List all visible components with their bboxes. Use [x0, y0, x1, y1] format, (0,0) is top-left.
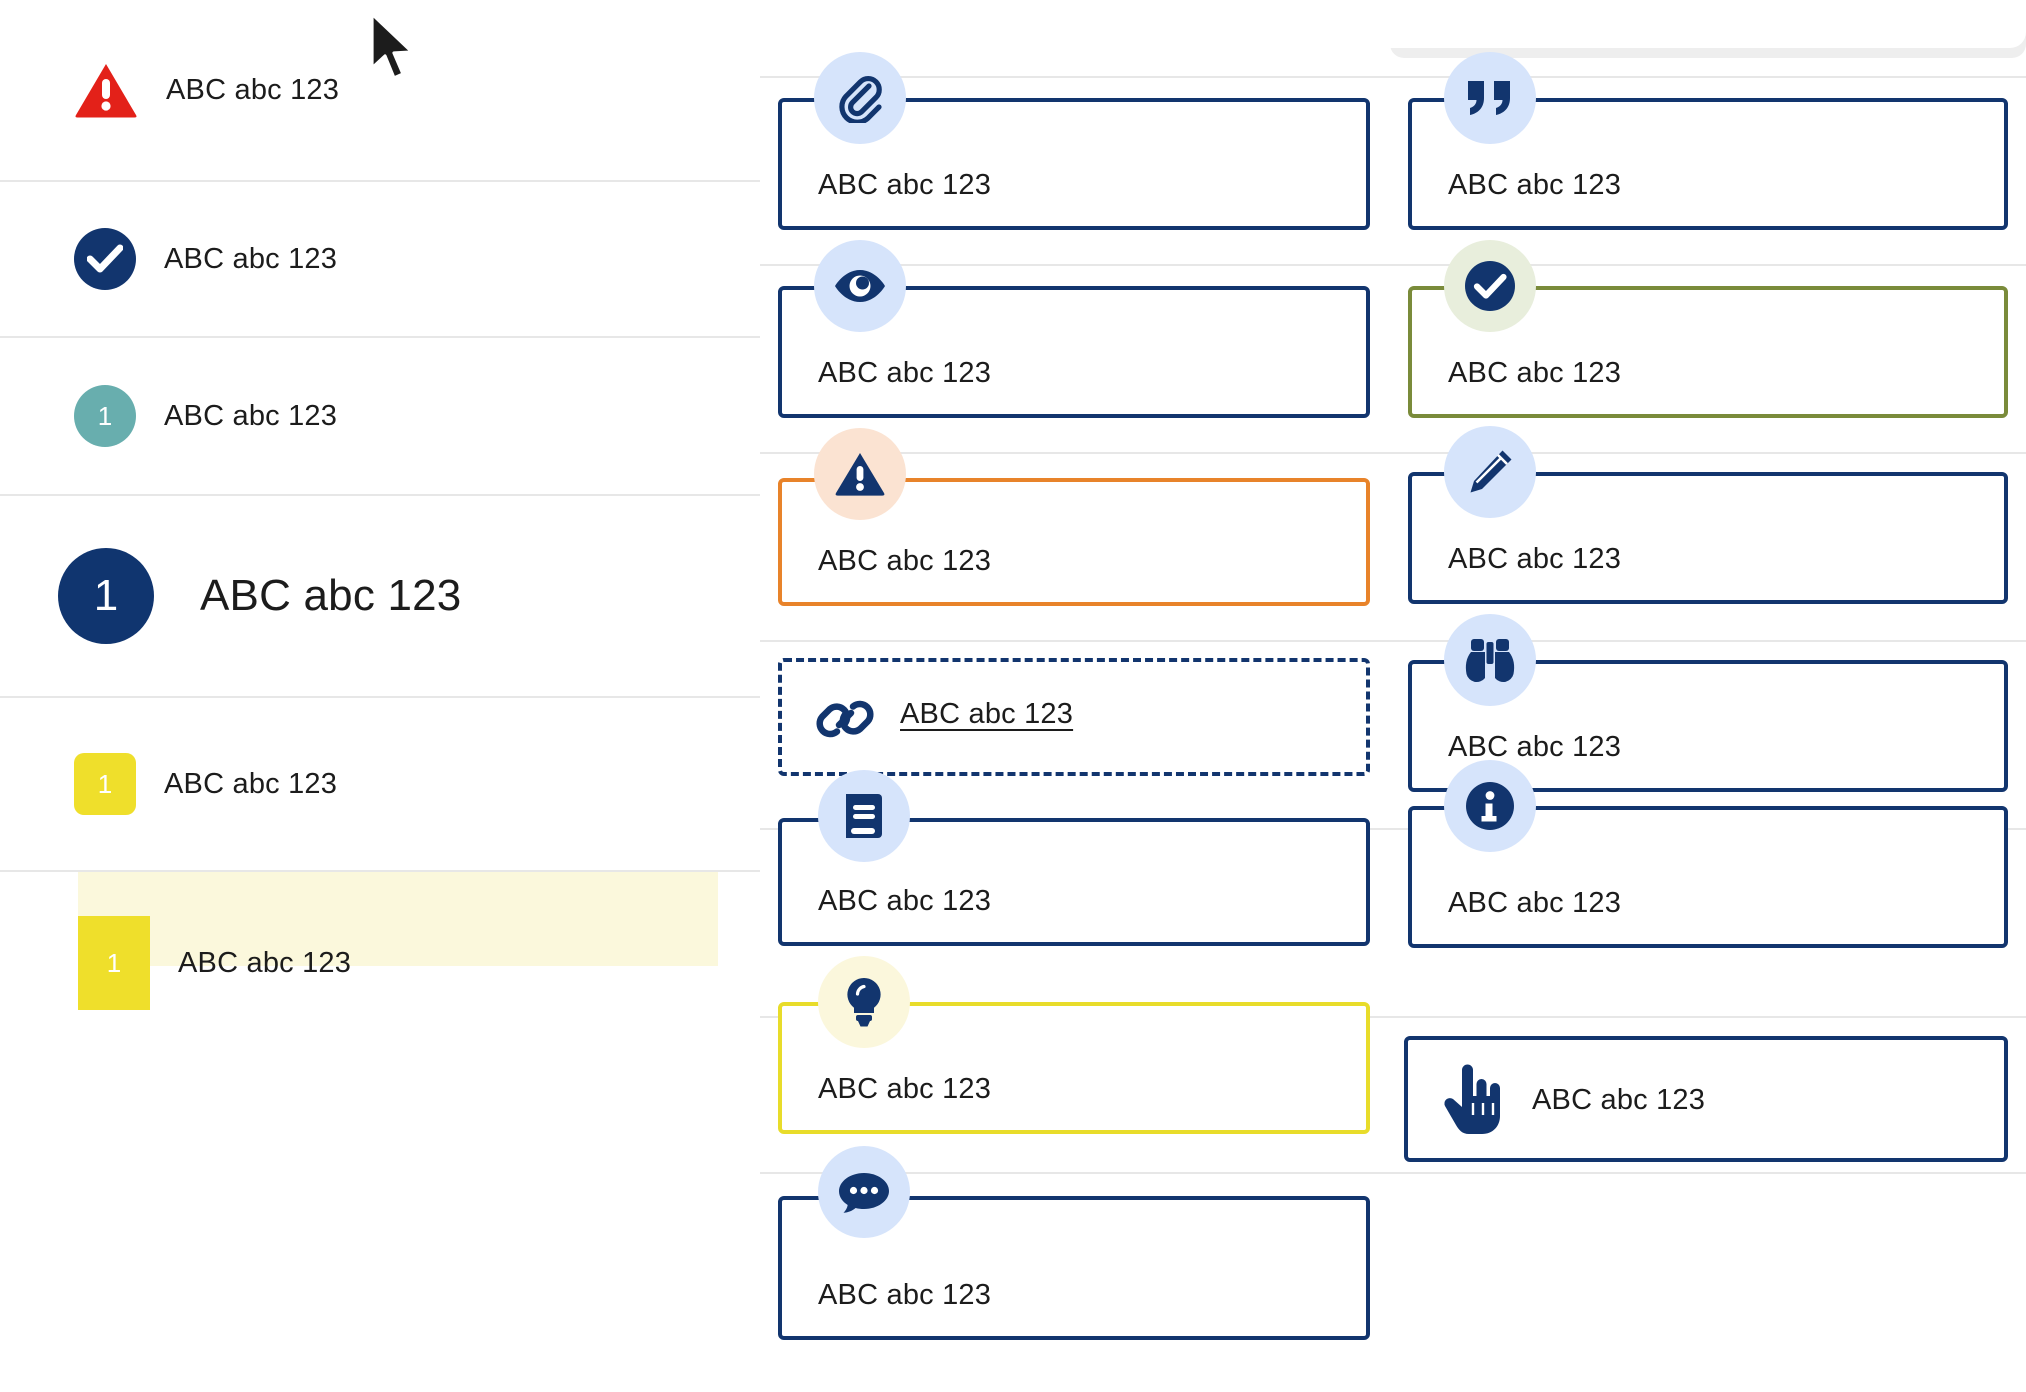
lightbulb-icon [818, 956, 910, 1048]
card-label: ABC abc 123 [818, 169, 992, 201]
card-label: ABC abc 123 [818, 1279, 992, 1311]
card-quote[interactable]: ABC abc 123 [1408, 98, 2008, 230]
card-label: ABC abc 123 [1448, 357, 1622, 389]
card-label: ABC abc 123 [1448, 543, 1622, 575]
separator-line [760, 640, 2026, 642]
card-label: ABC abc 123 [818, 357, 992, 389]
pointing-hand-icon [1438, 1062, 1506, 1136]
card-link[interactable]: ABC abc 123 [778, 658, 1370, 776]
warning-triangle-icon [74, 62, 138, 118]
separator-line [760, 452, 2026, 454]
list-item-label: ABC abc 123 [164, 242, 338, 275]
binoculars-icon [1444, 614, 1536, 706]
badge-number: 1 [106, 948, 122, 978]
card-action[interactable]: ABC abc 123 [1404, 1036, 2008, 1162]
speech-bubble-icon [818, 1146, 910, 1238]
card-label: ABC abc 123 [1448, 887, 1622, 919]
separator-line [760, 76, 2026, 78]
number-badge-icon: 1 [74, 753, 136, 815]
list-item[interactable]: 1 ABC abc 123 [0, 698, 760, 872]
number-badge-icon: 1 [74, 385, 136, 447]
warning-triangle-icon [814, 428, 906, 520]
pencil-icon [1444, 426, 1536, 518]
check-circle-icon [1444, 240, 1536, 332]
selection-highlight [78, 872, 718, 966]
chain-link-icon [814, 688, 876, 750]
number-badge-icon: 1 [78, 916, 150, 1010]
card-link-label[interactable]: ABC abc 123 [900, 698, 1074, 730]
separator-line [760, 828, 2026, 830]
check-circle-icon [74, 228, 136, 290]
card-label: ABC abc 123 [1448, 169, 1622, 201]
left-list-column: ABC abc 123 ABC abc 123 1 ABC abc 123 [0, 0, 760, 1392]
list-item-label: ABC abc 123 [178, 946, 352, 979]
list-item[interactable]: ABC abc 123 [0, 0, 760, 182]
card-watch[interactable]: ABC abc 123 [778, 286, 1370, 418]
info-circle-icon [1444, 760, 1536, 852]
card-label: ABC abc 123 [818, 1073, 992, 1105]
list-item-label: ABC abc 123 [166, 73, 340, 106]
list-item[interactable]: 1 ABC abc 123 [0, 338, 760, 496]
card-label: ABC abc 123 [1448, 731, 1622, 763]
list-item-label: ABC abc 123 [164, 767, 338, 800]
paperclip-icon [814, 52, 906, 144]
badge-number: 1 [97, 769, 113, 799]
mouse-cursor-icon [368, 12, 422, 91]
list-item[interactable]: ABC abc 123 [0, 182, 760, 338]
number-badge-icon: 1 [58, 548, 154, 644]
list-item-selected[interactable]: 1 ABC abc 123 [0, 872, 760, 1054]
list-item-label: ABC abc 123 [164, 399, 338, 432]
separator-line [760, 1016, 2026, 1018]
badge-number: 1 [93, 571, 119, 620]
separator-line [760, 1172, 2026, 1174]
list-item-label: ABC abc 123 [200, 571, 462, 620]
card-label: ABC abc 123 [1532, 1084, 1706, 1116]
card-label: ABC abc 123 [818, 885, 992, 917]
top-right-panel-notch [1390, 0, 2026, 48]
quotation-marks-icon [1444, 52, 1536, 144]
card-label: ABC abc 123 [818, 545, 992, 577]
list-item[interactable]: 1 ABC abc 123 [0, 496, 760, 698]
eye-icon [814, 240, 906, 332]
separator-line [760, 264, 2026, 266]
book-icon [818, 770, 910, 862]
badge-number: 1 [97, 401, 113, 431]
